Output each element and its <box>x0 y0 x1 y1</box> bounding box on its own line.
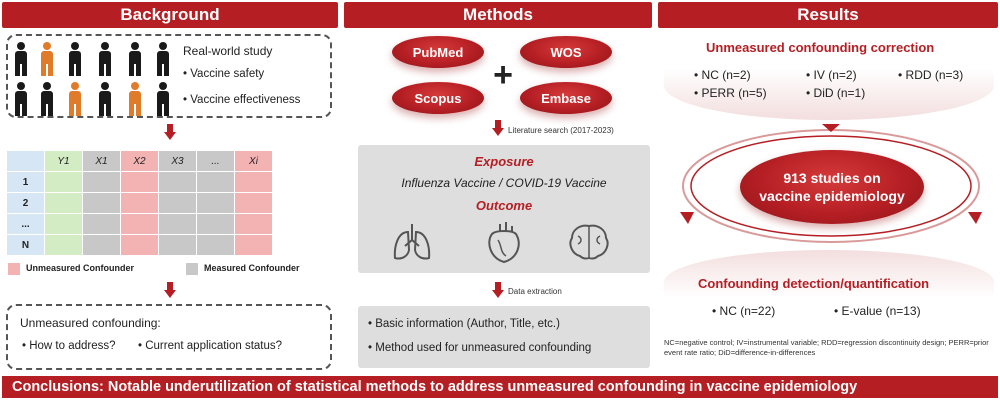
person-icon <box>40 82 54 116</box>
result-text: NC (n=2) <box>701 68 751 82</box>
lungs-icon <box>393 224 431 260</box>
result-text: E-value (n=13) <box>841 304 921 318</box>
table-row: N <box>6 234 273 256</box>
person-icon <box>14 82 28 116</box>
person-icon <box>128 82 142 116</box>
person-icon <box>98 42 112 76</box>
result-text: RDD (n=3) <box>905 68 964 82</box>
database-pubmed: PubMed <box>392 36 484 68</box>
extracted-text: Basic information (Author, Title, etc.) <box>375 318 560 330</box>
background-header: Background <box>2 2 338 28</box>
question-text: Current application status? <box>145 340 283 352</box>
table-row: 1 <box>6 171 273 193</box>
person-icon <box>68 42 82 76</box>
result-text: IV (n=2) <box>813 68 857 82</box>
results-header: Results <box>658 2 998 28</box>
correction-title: Unmeasured confounding correction <box>706 40 935 55</box>
col-header: ... <box>196 150 235 172</box>
table-corner <box>6 150 45 172</box>
legend-swatch-measured <box>186 263 198 275</box>
table-header-row: Y1 X1 X2 X3 ... Xi <box>6 150 273 172</box>
study-title: Real-world study <box>183 44 273 58</box>
person-icon <box>68 82 82 116</box>
outcome-label: Outcome <box>475 198 533 213</box>
exposure-value: Influenza Vaccine / COVID-19 Vaccine <box>401 176 607 190</box>
legend-unmeasured: Unmeasured Confounder <box>26 263 135 273</box>
question-address: • How to address? <box>22 340 116 352</box>
legend-swatch-unmeasured <box>8 263 20 275</box>
bullet-text: Vaccine safety <box>190 68 265 80</box>
down-arrow-icon <box>492 120 504 136</box>
person-icon <box>98 82 112 116</box>
down-arrow-icon <box>164 124 176 140</box>
row-label: N <box>6 234 45 256</box>
row-label: 2 <box>6 192 45 214</box>
col-header: Xi <box>234 150 273 172</box>
correction-nc: • NC (n=2) <box>694 68 751 82</box>
col-header: X2 <box>120 150 159 172</box>
conclusion-banner: Conclusions: Notable underutilization of… <box>2 376 998 398</box>
table-row: ... <box>6 213 273 235</box>
center-studies-oval: 913 studies on vaccine epidemiology <box>740 150 924 224</box>
result-text: NC (n=22) <box>719 304 776 318</box>
person-icon <box>156 82 170 116</box>
center-line1: 913 studies on <box>783 170 881 186</box>
person-icon <box>14 42 28 76</box>
extracted-text: Method used for unmeasured confounding <box>375 342 592 354</box>
down-arrow-icon <box>492 282 504 298</box>
results-top-cloud <box>664 34 994 120</box>
person-icon <box>128 42 142 76</box>
detection-nc: • NC (n=22) <box>712 304 776 318</box>
table-row: 2 <box>6 192 273 214</box>
exposure-outcome-box <box>358 145 650 273</box>
search-note: Literature search (2017-2023) <box>508 126 614 135</box>
person-icon <box>156 42 170 76</box>
database-scopus: Scopus <box>392 82 484 114</box>
extracted-info-box <box>358 306 650 368</box>
correction-rdd: • RDD (n=3) <box>898 68 964 82</box>
col-header: X3 <box>158 150 197 172</box>
bullet-vaccine-safety: • Vaccine safety <box>183 68 265 80</box>
detection-title: Confounding detection/quantification <box>698 276 930 291</box>
extraction-note: Data extraction <box>508 287 562 296</box>
methods-header: Methods <box>344 2 652 28</box>
exposure-label: Exposure <box>474 154 534 169</box>
results-bottom-cloud <box>664 250 994 330</box>
person-icon <box>40 42 54 76</box>
question-text: How to address? <box>29 340 116 352</box>
col-header: Y1 <box>44 150 83 172</box>
extracted-method: • Method used for unmeasured confounding <box>368 342 592 354</box>
cycle-ring-icon <box>680 124 982 243</box>
row-label: 1 <box>6 171 45 193</box>
plus-icon: + <box>493 56 513 94</box>
database-embase: Embase <box>520 82 612 114</box>
row-label: ... <box>6 213 45 235</box>
question-status: • Current application status? <box>138 340 283 352</box>
down-arrow-icon <box>164 282 176 298</box>
database-wos: WOS <box>520 36 612 68</box>
correction-iv: • IV (n=2) <box>806 68 857 82</box>
col-header: X1 <box>82 150 121 172</box>
question-box <box>6 304 332 370</box>
question-title: Unmeasured confounding: <box>20 316 161 330</box>
bullet-text: Vaccine effectiveness <box>190 94 301 106</box>
correction-perr: • PERR (n=5) <box>694 86 767 100</box>
correction-did: • DiD (n=1) <box>806 86 866 100</box>
brain-icon <box>569 224 609 260</box>
real-world-study-box <box>6 34 332 118</box>
result-text: PERR (n=5) <box>701 86 767 100</box>
heart-icon <box>488 222 520 264</box>
bullet-vaccine-effectiveness: • Vaccine effectiveness <box>183 94 301 106</box>
detection-evalue: • E-value (n=13) <box>834 304 921 318</box>
result-text: DiD (n=1) <box>813 86 866 100</box>
data-table: Y1 X1 X2 X3 ... Xi 1 2 ... N <box>6 150 273 256</box>
extracted-basic: • Basic information (Author, Title, etc.… <box>368 318 560 330</box>
center-line2: vaccine epidemiology <box>759 188 905 204</box>
legend-measured: Measured Confounder <box>204 263 300 273</box>
abbreviation-footnote: NC=negative control; IV=instrumental var… <box>664 338 989 357</box>
